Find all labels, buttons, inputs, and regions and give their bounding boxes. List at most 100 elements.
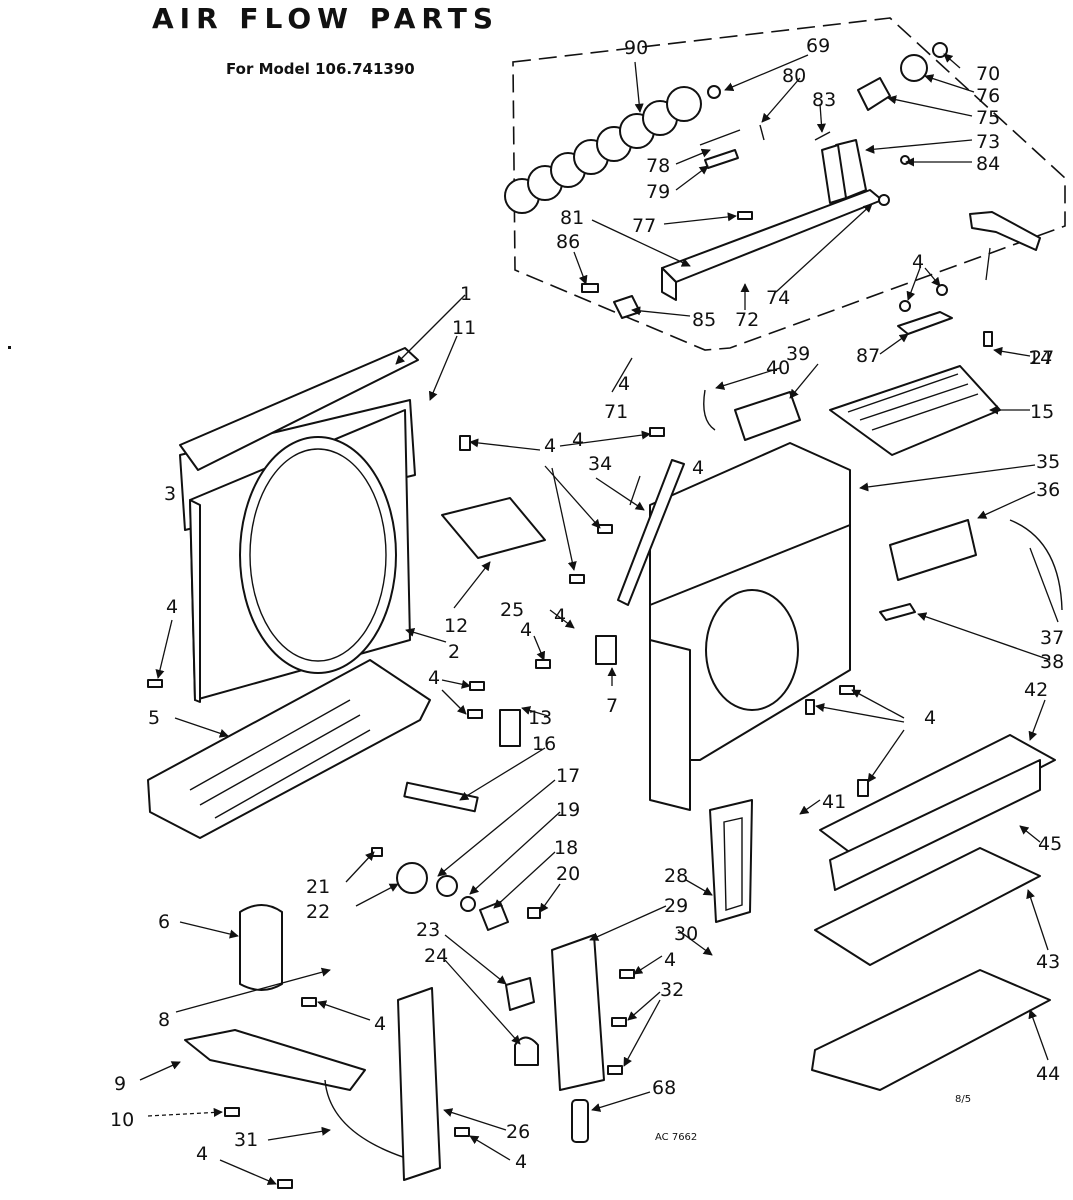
part-labels: 1 11 2 3 4 4 4 4 4 4 4 4 4 4 4 4 4 4 5 6…: [110, 35, 1064, 1173]
part-label: 13: [528, 707, 552, 729]
part-label: 68: [652, 1077, 676, 1099]
part-label: 87: [856, 345, 880, 367]
part-label: 76: [976, 85, 1000, 107]
part-label: 15: [1030, 401, 1054, 423]
part-label: 4: [515, 1151, 527, 1173]
mounting-bracket: [441, 497, 546, 559]
drain-tray-upper: [819, 734, 1056, 861]
part-label: 4: [924, 707, 936, 729]
diagram-title: AIR FLOW PARTS: [152, 2, 499, 35]
diagram-subtitle: For Model 106.741390: [226, 60, 415, 78]
part-label: 3: [164, 483, 176, 505]
part-label: 26: [506, 1121, 530, 1143]
part-label: 4: [618, 373, 630, 395]
stray-mark: [8, 346, 11, 349]
part-label: 4: [428, 667, 440, 689]
part-label: 23: [416, 919, 440, 941]
part-label: 73: [976, 131, 1000, 153]
part-label: 4: [520, 619, 532, 641]
part-label: 30: [674, 923, 698, 945]
control-panel: [551, 934, 605, 1091]
part-label: 22: [306, 901, 330, 923]
part-label: 10: [110, 1109, 134, 1131]
part-label: 16: [532, 733, 556, 755]
part-label: 11: [452, 317, 476, 339]
part-label: 42: [1024, 679, 1048, 701]
drawing-code: AC 7662: [655, 1132, 697, 1143]
part-label: 29: [664, 895, 688, 917]
part-label: 34: [588, 453, 612, 475]
part-label: 4: [166, 596, 178, 618]
part-label: 17: [556, 765, 580, 787]
leader-lines: [139, 53, 1059, 1185]
part-label: 81: [560, 207, 584, 229]
part-label: 39: [786, 343, 810, 365]
part-label: 86: [556, 231, 580, 253]
part-label: 4: [692, 457, 704, 479]
part-label: 12: [444, 615, 468, 637]
part-label: 21: [306, 876, 330, 898]
part-label: 7: [606, 695, 618, 717]
capacitor: [734, 391, 801, 441]
part-label: 8: [158, 1009, 170, 1031]
part-label: 83: [812, 89, 836, 111]
part-label: 28: [664, 865, 688, 887]
motor-bracket: [661, 139, 890, 301]
vent-louver: [709, 799, 753, 923]
part-label: 70: [976, 63, 1000, 85]
scroll-housing: [649, 442, 851, 811]
pulley: [396, 862, 428, 894]
part-label: 90: [624, 37, 648, 59]
part-label: 77: [632, 215, 656, 237]
sleeve: [571, 1099, 589, 1143]
part-label: 36: [1036, 479, 1060, 501]
part-label: 37: [1040, 627, 1064, 649]
part-label: 44: [1036, 1063, 1060, 1085]
damper-plate: [889, 519, 977, 581]
part-label: 79: [646, 181, 670, 203]
page-mark: 8/5: [955, 1094, 971, 1105]
part-label: 4: [554, 605, 566, 627]
part-label: 32: [660, 979, 684, 1001]
part-label: 9: [114, 1073, 126, 1095]
part-label: 69: [806, 35, 830, 57]
part-label: 72: [735, 309, 759, 331]
part-label: 4: [572, 429, 584, 451]
part-label: 2: [448, 641, 460, 663]
part-label: 18: [554, 837, 578, 859]
part-label: 24: [424, 945, 448, 967]
part-label: 6: [158, 911, 170, 933]
part-label: 41: [822, 791, 846, 813]
motor-assembly-outline: [512, 17, 1066, 351]
screws: [147, 331, 993, 1189]
part-label: 1: [460, 283, 472, 305]
part-label: 4: [374, 1013, 386, 1035]
front-grille-frame: [179, 399, 416, 703]
shaft: [403, 781, 479, 813]
part-label: 25: [500, 599, 524, 621]
tray-lower: [811, 969, 1051, 1091]
run-capacitor: [239, 904, 283, 991]
control-cover: [397, 987, 441, 1181]
part-label: 19: [556, 799, 580, 821]
part-label: 31: [234, 1129, 258, 1151]
part-label: 4: [912, 251, 924, 273]
part-label: 14: [1028, 347, 1052, 369]
part-label: 75: [976, 107, 1000, 129]
part-label: 5: [148, 707, 160, 729]
part-label: 43: [1036, 951, 1060, 973]
base-pan: [147, 659, 431, 839]
cord-bracket: [184, 1029, 366, 1091]
fan-blade-stack: [504, 85, 721, 214]
part-label: 84: [976, 153, 1000, 175]
part-label: 4: [196, 1143, 208, 1165]
part-label: 74: [766, 287, 790, 309]
motor-hub-parts: [857, 42, 948, 111]
part-label: 40: [766, 357, 790, 379]
tray-middle: [814, 847, 1041, 966]
part-label: 45: [1038, 833, 1062, 855]
top-panel: [179, 347, 419, 471]
part-label: 80: [782, 65, 806, 87]
part-label: 35: [1036, 451, 1060, 473]
